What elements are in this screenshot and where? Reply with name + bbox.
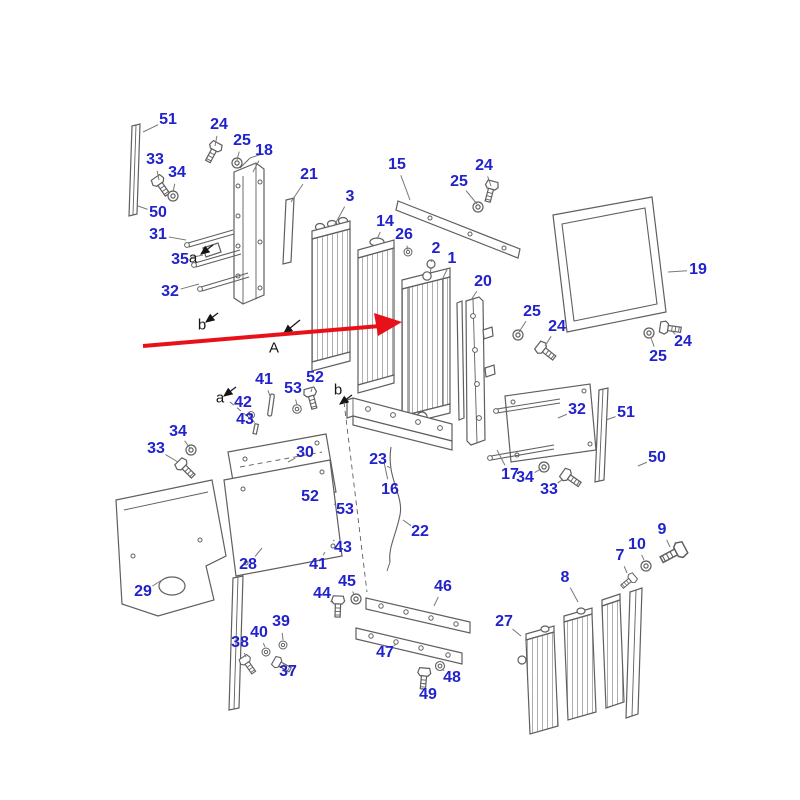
leader-line-2 bbox=[430, 259, 433, 263]
leader-line-25 bbox=[518, 320, 527, 333]
part-strip-51-right bbox=[594, 387, 609, 483]
leader-line-52 bbox=[310, 388, 313, 393]
leader-line-1 bbox=[441, 268, 448, 281]
part-panel-28 bbox=[223, 459, 343, 711]
part-bracket-20-17 bbox=[456, 296, 496, 446]
part-bracket-16 bbox=[346, 397, 453, 451]
leader-line-21 bbox=[290, 183, 304, 203]
leader-line-53 bbox=[333, 503, 336, 506]
leader-line-50 bbox=[137, 205, 148, 210]
part-panel-19 bbox=[552, 196, 667, 333]
leader-line-35 bbox=[190, 254, 204, 259]
leader-line-38 bbox=[243, 652, 247, 658]
fasteners-mid-right bbox=[512, 329, 559, 364]
leader-line-51 bbox=[142, 124, 159, 133]
leader-line-24 bbox=[214, 135, 218, 147]
leader-line-32 bbox=[180, 283, 200, 290]
leader-line-50 bbox=[637, 461, 648, 467]
part-wire-22-23 bbox=[386, 446, 402, 572]
view-direction-arrows bbox=[200, 244, 368, 593]
leader-line-8 bbox=[569, 587, 579, 603]
leader-line-24 bbox=[487, 176, 492, 187]
part-strip-51-left bbox=[128, 123, 141, 217]
leader-line-9 bbox=[666, 539, 671, 548]
fasteners-7-9-10 bbox=[618, 539, 690, 592]
leader-lines bbox=[137, 124, 688, 685]
leader-line-40 bbox=[262, 642, 266, 648]
leader-line-17 bbox=[496, 449, 506, 466]
leader-line-42 bbox=[248, 411, 251, 414]
leader-line-51 bbox=[605, 416, 616, 421]
fasteners-right-of-19 bbox=[643, 319, 683, 339]
leader-line-41 bbox=[322, 551, 326, 556]
leader-line-24 bbox=[544, 336, 552, 347]
leader-line-31 bbox=[168, 236, 187, 241]
leader-line-44 bbox=[330, 600, 335, 605]
leader-line-15 bbox=[400, 175, 411, 201]
leader-line-34 bbox=[184, 440, 191, 449]
part-mounting-plate-18 bbox=[233, 153, 265, 305]
leader-line-28 bbox=[254, 547, 263, 557]
part-radiator-assembly-1-2 bbox=[401, 259, 451, 426]
leader-line-48 bbox=[441, 668, 445, 672]
leader-line-3 bbox=[333, 206, 346, 227]
leader-line-20 bbox=[470, 290, 478, 301]
part-rail-46 bbox=[365, 597, 471, 634]
leader-line-33 bbox=[165, 454, 179, 463]
leader-line-30 bbox=[287, 457, 296, 463]
leader-line-46 bbox=[433, 596, 439, 607]
leader-line-25 bbox=[465, 190, 478, 205]
leader-line-23 bbox=[386, 465, 391, 469]
red-pointer-arrow bbox=[142, 313, 402, 348]
leader-line-34 bbox=[172, 183, 176, 193]
leader-line-41 bbox=[267, 390, 271, 397]
leader-line-27 bbox=[512, 628, 522, 637]
leader-line-33 bbox=[156, 170, 160, 181]
leader-line-22 bbox=[402, 519, 412, 527]
leader-line-16 bbox=[383, 461, 389, 480]
leader-line-14 bbox=[376, 231, 381, 240]
leader-line-19 bbox=[667, 270, 688, 273]
part-rail-47 bbox=[355, 627, 463, 665]
part-panel-29 bbox=[115, 479, 227, 617]
part-plate-32-right-and-rods bbox=[487, 383, 597, 463]
leader-line-26 bbox=[406, 245, 409, 251]
leader-line-32 bbox=[557, 413, 568, 419]
small-parts-upper-41-42-43-52-53 bbox=[247, 385, 322, 435]
leader-line-18 bbox=[252, 160, 260, 173]
leader-line-53 bbox=[295, 399, 298, 406]
leader-line-34 bbox=[534, 468, 542, 474]
leader-line-45 bbox=[352, 591, 355, 595]
leader-line-25 bbox=[650, 337, 655, 347]
leader-line-7 bbox=[623, 565, 628, 574]
leader-line-33 bbox=[557, 478, 564, 484]
leader-line-24 bbox=[671, 330, 676, 335]
leader-line-43 bbox=[332, 539, 335, 542]
part-radiator-core-3 bbox=[311, 216, 351, 372]
leader-line-25 bbox=[236, 151, 240, 161]
fasteners-left-mid-33-34 bbox=[173, 444, 199, 482]
parts-cores-bottom-right-8-27 bbox=[517, 587, 643, 735]
leader-line-47 bbox=[393, 643, 397, 647]
leader-line-39 bbox=[281, 632, 284, 641]
fasteners-top-left bbox=[149, 139, 243, 202]
leader-line-10 bbox=[641, 554, 645, 561]
part-strip-21 bbox=[282, 197, 295, 265]
fasteners-right-mid-33-34 bbox=[538, 461, 584, 491]
leader-line-43 bbox=[253, 426, 256, 429]
part-channel-15 bbox=[395, 200, 521, 259]
fasteners-top-mid-right bbox=[472, 178, 500, 213]
leader-line-29 bbox=[152, 579, 163, 587]
